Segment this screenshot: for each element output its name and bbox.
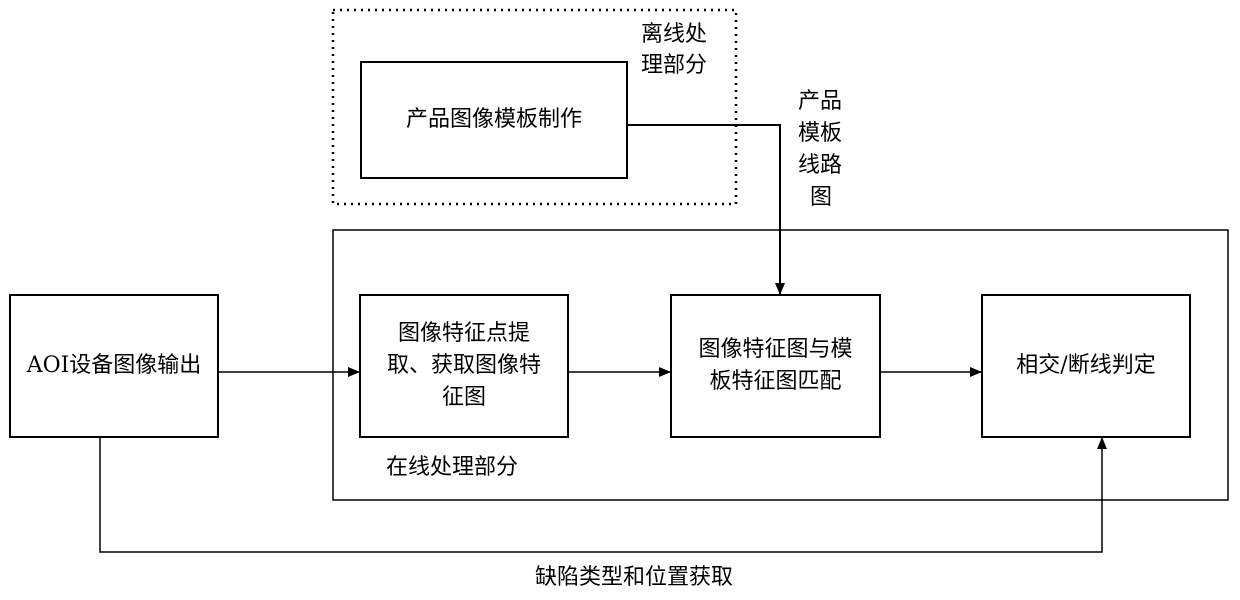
edge-template-to-match xyxy=(627,125,780,294)
edge-defect-acquire-label: 缺陷类型和位置获取 xyxy=(535,562,733,594)
node-aoi-output-text: AOI设备图像输出 xyxy=(27,350,202,382)
node-judge-text: 相交/断线判定 xyxy=(1016,350,1155,382)
node-aoi-output: AOI设备图像输出 xyxy=(9,294,219,438)
node-judge: 相交/断线判定 xyxy=(981,294,1191,438)
edge-template-label: 产品 模板 线路 图 xyxy=(798,86,842,214)
edge-aoi-to-judge xyxy=(100,438,1102,552)
edge-template-label-line2: 模板 xyxy=(798,118,842,150)
edge-template-label-line4: 图 xyxy=(798,182,842,214)
node-template-making-text: 产品图像模板制作 xyxy=(406,104,582,136)
node-feature-extract-line1: 图像特征点提 xyxy=(387,318,541,350)
edge-template-label-line3: 线路 xyxy=(798,150,842,182)
node-feature-match-line1: 图像特征图与模 xyxy=(698,334,852,366)
offline-region-label: 离线处 理部分 xyxy=(641,20,707,82)
node-feature-extract-line2: 取、获取图像特 xyxy=(387,350,541,382)
offline-region-label-line1: 离线处 xyxy=(641,20,707,51)
node-feature-extract: 图像特征点提 取、获取图像特 征图 xyxy=(359,294,569,438)
node-feature-match-line2: 板特征图匹配 xyxy=(698,366,852,398)
node-template-making: 产品图像模板制作 xyxy=(360,61,628,179)
edge-template-label-line1: 产品 xyxy=(798,86,842,118)
offline-region-label-line2: 理部分 xyxy=(641,51,707,82)
node-feature-match: 图像特征图与模 板特征图匹配 xyxy=(670,294,881,438)
node-feature-extract-line3: 征图 xyxy=(387,382,541,414)
online-region-label: 在线处理部分 xyxy=(386,452,518,484)
